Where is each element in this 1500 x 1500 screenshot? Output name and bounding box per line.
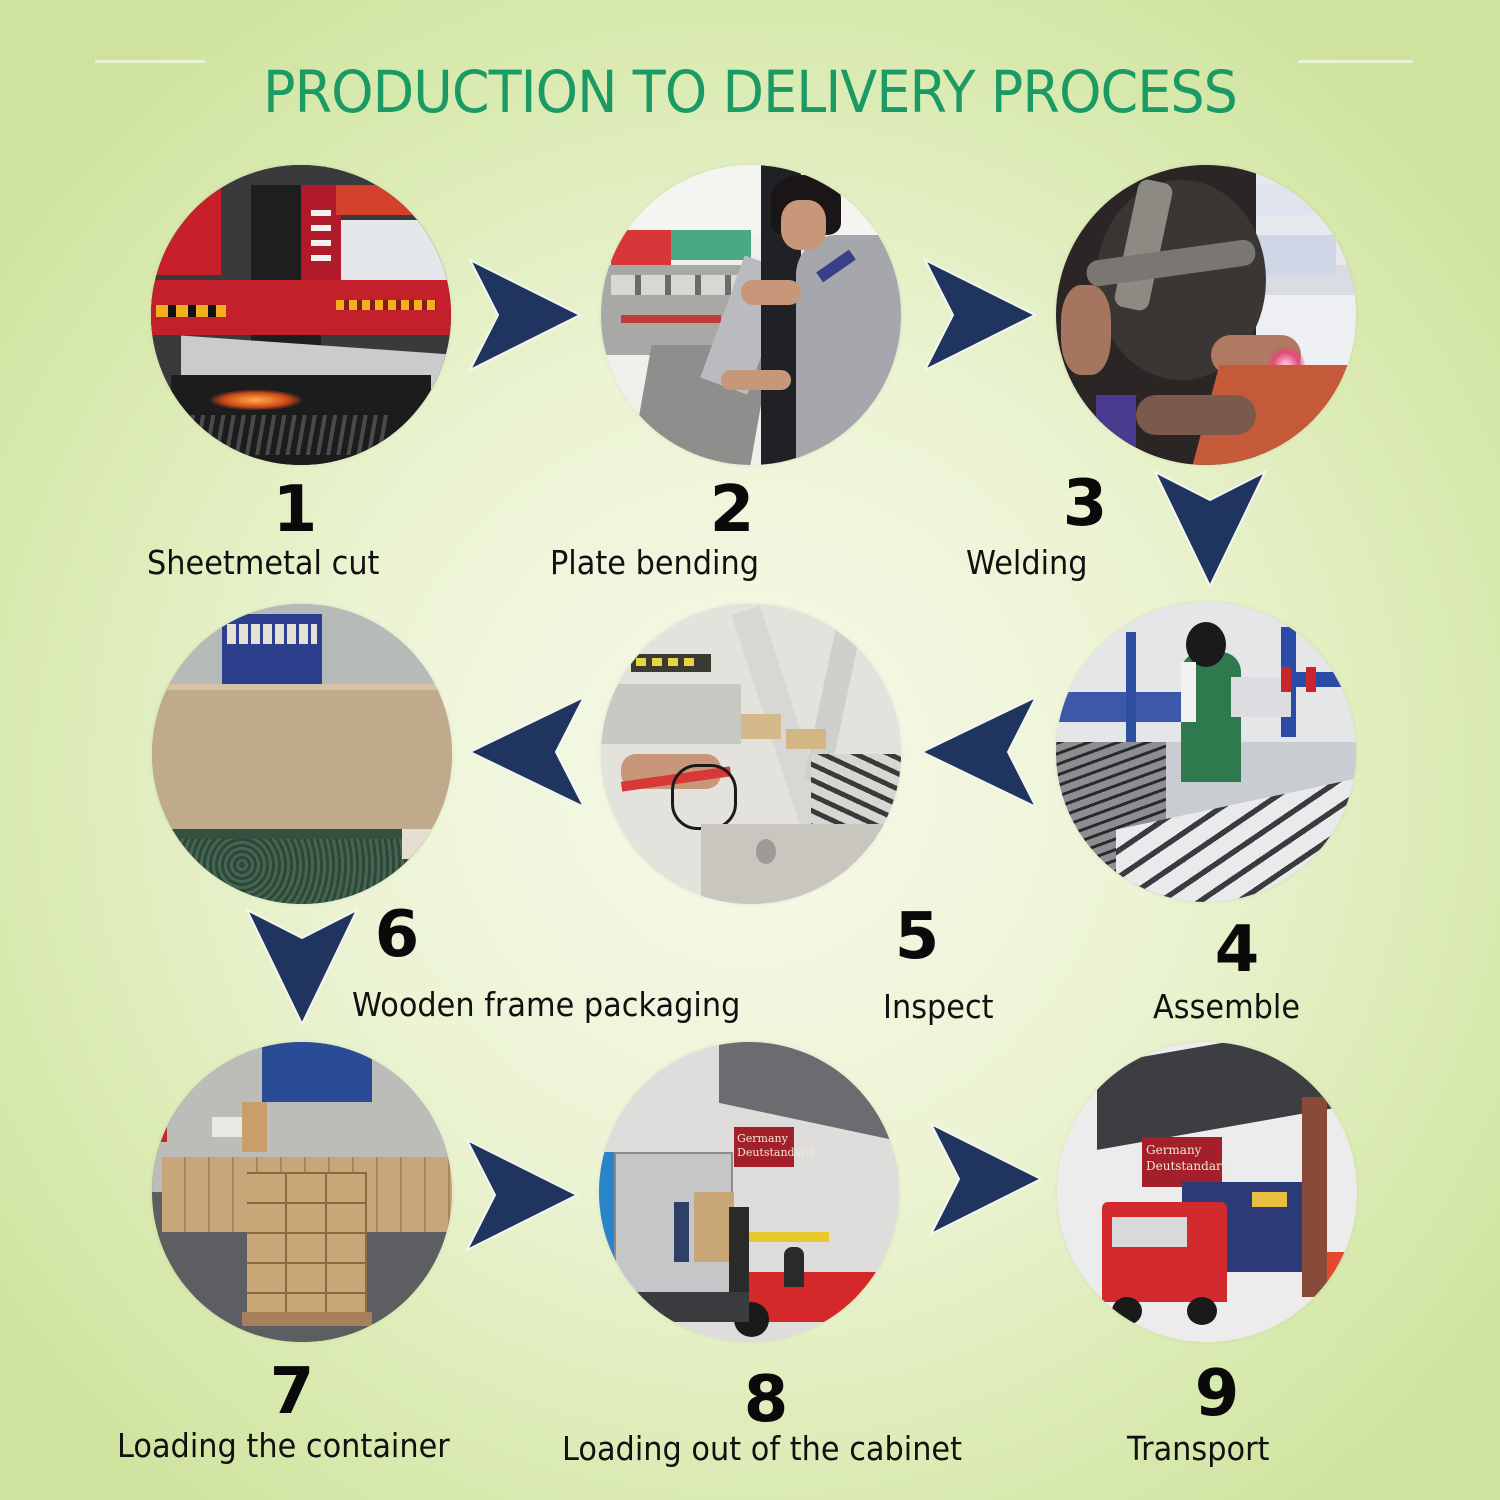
step-2-photo: [601, 165, 901, 465]
step-3-label: Welding: [966, 543, 1088, 582]
decorative-line: [1298, 60, 1413, 63]
step-4-photo: [1056, 602, 1356, 902]
arrow-right-7-to-8: [465, 1138, 579, 1252]
arrow-left-5-to-6: [468, 695, 586, 809]
banner-line-2: Deutstandard: [1146, 1159, 1230, 1173]
step-2-number: 2: [709, 473, 755, 547]
arrow-right-2-to-3: [923, 258, 1037, 372]
arrow-down-6-to-7: [245, 908, 359, 1026]
step-7-label: Loading the container: [117, 1426, 450, 1465]
page-title: PRODUCTION TO DELIVERY PROCESS: [263, 58, 1238, 126]
banner-line-1: Germany: [1146, 1143, 1202, 1157]
step-3-photo: [1056, 165, 1356, 465]
step-5-photo: [601, 604, 901, 904]
step-5-label: Inspect: [883, 987, 994, 1026]
step-8-label: Loading out of the cabinet: [562, 1429, 963, 1468]
banner-line-1: Germany: [737, 1132, 788, 1145]
step-9-number: 9: [1194, 1357, 1240, 1431]
step-6-label: Wooden frame packaging: [352, 985, 741, 1024]
step-7-photo: [152, 1042, 452, 1342]
step-2-label: Plate bending: [550, 543, 759, 582]
step-1-label: Sheetmetal cut: [147, 543, 380, 582]
step-7-number: 7: [269, 1355, 315, 1429]
arrow-down-3-to-4: [1153, 470, 1267, 588]
step-5-number: 5: [894, 900, 940, 974]
arrow-right-8-to-9: [929, 1122, 1043, 1236]
step-4-number: 4: [1214, 913, 1260, 987]
step-1-number: 1: [272, 473, 318, 547]
arrow-right-1-to-2: [468, 258, 582, 372]
step-4-label: Assemble: [1153, 987, 1301, 1026]
arrow-left-4-to-5: [920, 695, 1038, 809]
step-3-number: 3: [1062, 467, 1108, 541]
step-9-label: Transport: [1127, 1429, 1270, 1468]
step-8-number: 8: [743, 1363, 789, 1437]
step-6-number: 6: [374, 898, 420, 972]
decorative-line: [95, 60, 205, 63]
step-6-photo: [152, 604, 452, 904]
banner-line-2: Deutstandard: [737, 1146, 814, 1159]
step-1-photo: [151, 165, 451, 465]
